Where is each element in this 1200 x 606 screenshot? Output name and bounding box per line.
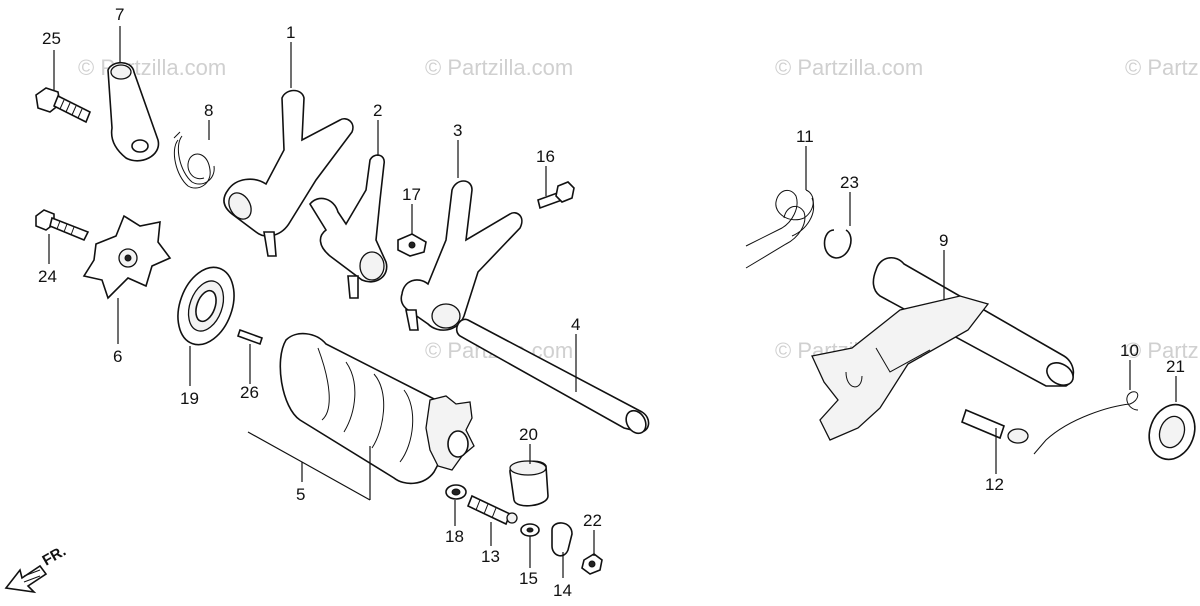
callout-17: 17 — [402, 185, 421, 204]
part-14-clip[interactable] — [551, 522, 573, 557]
part-15-washer[interactable] — [520, 523, 540, 537]
callout-22: 22 — [583, 511, 602, 530]
callout-18: 18 — [445, 527, 464, 546]
part-4-fork-shaft[interactable] — [455, 318, 650, 437]
callout-7: 7 — [115, 5, 124, 24]
callout-13: 13 — [481, 547, 500, 566]
callout-15: 15 — [519, 569, 538, 588]
part-6-star-plate[interactable] — [82, 214, 172, 300]
callout-14: 14 — [553, 581, 572, 600]
callout-2: 2 — [373, 101, 382, 120]
watermark: © Partzilla.com — [425, 55, 573, 80]
leader-lines — [48, 26, 1177, 578]
watermark: © Partzilla.com — [1125, 338, 1200, 363]
callout-9: 9 — [939, 231, 948, 250]
callout-26: 26 — [240, 383, 259, 402]
part-3-shift-fork[interactable] — [400, 180, 523, 331]
front-direction-marker: FR. — [4, 543, 69, 594]
part-26-pin[interactable] — [236, 328, 264, 346]
part-10-spring-wire[interactable] — [1033, 391, 1139, 455]
callout-4: 4 — [571, 315, 580, 334]
part-2-shift-fork[interactable] — [309, 154, 388, 299]
callout-labels: 25 7 1 8 2 3 16 17 24 6 19 26 4 5 20 18 … — [38, 5, 1185, 600]
front-arrow-icon — [4, 564, 48, 594]
callout-12: 12 — [985, 475, 1004, 494]
callout-1: 1 — [286, 23, 295, 42]
callout-11: 11 — [796, 127, 814, 146]
callout-6: 6 — [113, 347, 122, 366]
callout-8: 8 — [204, 101, 213, 120]
part-8-spring[interactable] — [173, 131, 215, 189]
part-24-bolt[interactable] — [35, 209, 90, 242]
part-5-shift-drum[interactable] — [279, 332, 475, 485]
callout-16: 16 — [536, 147, 555, 166]
part-1-shift-fork[interactable] — [223, 89, 354, 257]
callout-19: 19 — [180, 389, 199, 408]
part-25-bolt[interactable] — [35, 87, 92, 124]
part-16-bolt[interactable] — [537, 181, 575, 210]
part-18-washer[interactable] — [445, 484, 467, 500]
watermark: © Partzilla.com — [775, 55, 923, 80]
callout-10: 10 — [1120, 341, 1139, 360]
part-22-nut[interactable] — [581, 553, 603, 575]
callout-21: 21 — [1166, 357, 1185, 376]
front-label: FR. — [40, 543, 69, 570]
callout-24: 24 — [38, 267, 57, 286]
part-7-stopper-arm[interactable] — [107, 61, 160, 162]
callout-3: 3 — [453, 121, 462, 140]
watermark: © Partzilla.com — [78, 55, 226, 80]
part-13-neutral-switch[interactable] — [466, 494, 518, 526]
callout-25: 25 — [42, 29, 61, 48]
part-20-collar[interactable] — [509, 460, 549, 507]
part-19-bearing[interactable] — [168, 260, 244, 353]
part-21-oil-seal[interactable] — [1142, 398, 1200, 466]
callout-5: 5 — [296, 485, 305, 504]
callout-20: 20 — [519, 425, 538, 444]
callout-23: 23 — [840, 173, 859, 192]
part-12-pin-bolt[interactable] — [961, 408, 1029, 444]
part-11-return-spring[interactable] — [745, 189, 814, 269]
part-9-shift-spindle[interactable] — [811, 257, 1077, 441]
part-23-circlip[interactable] — [823, 229, 852, 259]
part-17-clip[interactable] — [397, 233, 427, 257]
watermark: © Partzilla.com — [1125, 55, 1200, 80]
